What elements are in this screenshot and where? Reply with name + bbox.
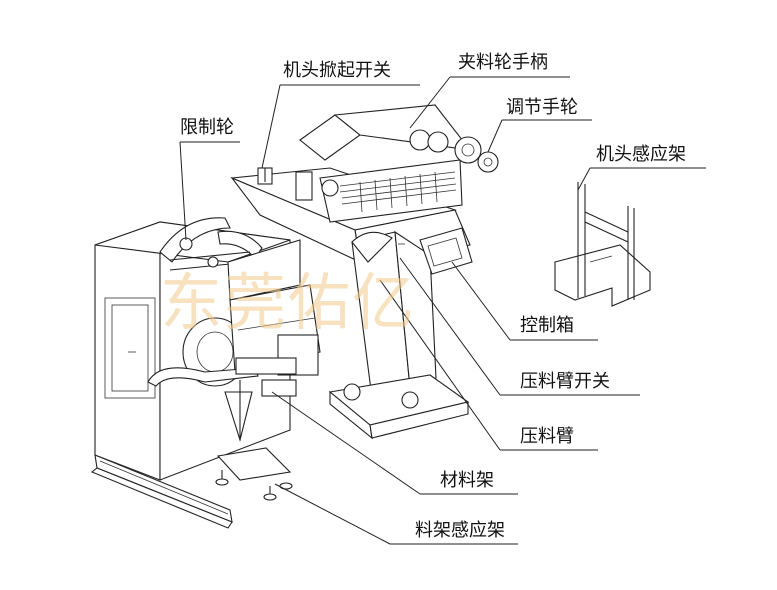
feeder-head (257, 104, 499, 223)
label-rack-sensor-frame: 料架感应架 (415, 520, 505, 541)
material-rack-drawing (147, 239, 321, 443)
limit-wheel-arch (159, 217, 263, 271)
label-control-box: 控制箱 (520, 315, 574, 336)
label-press-arm: 压料臂 (520, 426, 574, 447)
rack-sensor-foot (215, 447, 293, 501)
label-material-rack: 材料架 (440, 470, 494, 491)
label-press-arm-switch: 压料臂开关 (520, 371, 610, 392)
leader-lines (179, 76, 706, 545)
label-head-lift-switch: 机头掀起开关 (283, 60, 391, 81)
label-head-sensor-frame: 机头感应架 (596, 144, 686, 165)
label-feed-wheel-handle: 夹料轮手柄 (458, 52, 548, 73)
head-sensor-drawing (554, 182, 651, 307)
control-box-drawing (419, 227, 473, 275)
press-arm-post (328, 230, 470, 440)
label-adjust-handwheel: 调节手轮 (506, 97, 578, 118)
label-limit-wheel: 限制轮 (180, 117, 234, 138)
base-rail (90, 454, 233, 529)
watermark: 东莞佑亿 (160, 266, 417, 339)
